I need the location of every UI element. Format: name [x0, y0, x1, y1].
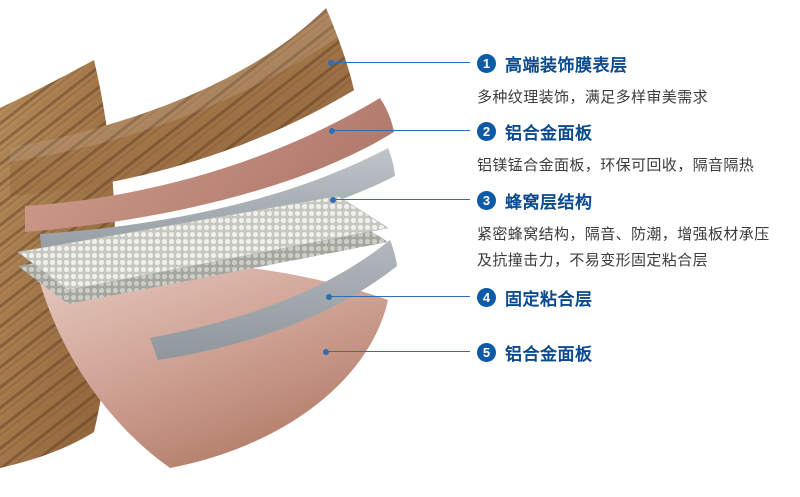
leader-line-2: [329, 127, 470, 134]
leader-dot-5: [323, 348, 329, 355]
layer-label-2: 2 铝合金面板 铝镁锰合金面板，环保可回收，隔音隔热: [477, 119, 789, 179]
layer-4-title: 固定粘合层: [505, 290, 593, 309]
step-2-badge: 2: [477, 122, 496, 141]
step-3-badge: 3: [477, 191, 496, 210]
gray-backing-sheet: [40, 148, 395, 256]
layer-label-head: 1 高端装饰膜表层: [477, 51, 789, 76]
leader-line-3: [330, 196, 470, 203]
layer-2-description: 铝镁锰合金面板，环保可回收，隔音隔热: [477, 157, 755, 174]
layer-3-title: 蜂窝层结构: [505, 193, 593, 212]
aluminum-panel-top-layer: [25, 98, 394, 232]
layer-3-description: 紧密蜂窝结构，隔音、防潮，增强板材承压及抗撞击力，不易变形固定粘合层: [477, 226, 770, 269]
layer-1-description: 多种纹理装饰，满足多样审美需求: [477, 89, 709, 106]
layer-5-title: 铝合金面板: [505, 345, 593, 364]
layer-label-head: 3 蜂窝层结构: [477, 188, 789, 213]
exploded-layers-illustration: [0, 8, 397, 468]
layer-label-head: 4 固定粘合层: [477, 285, 789, 310]
leader-line-1: [328, 59, 470, 66]
layer-label-head: 2 铝合金面板: [477, 119, 789, 144]
leader-line-5: [323, 348, 470, 355]
leader-dot-2: [329, 127, 335, 134]
step-1-badge: 1: [477, 54, 496, 73]
layer-2-title: 铝合金面板: [505, 124, 593, 143]
leader-dot-1: [328, 59, 334, 66]
step-5-badge: 5: [477, 343, 496, 362]
layer-label-head: 5 铝合金面板: [477, 340, 789, 365]
decorative-film-layer: [10, 8, 354, 196]
honeycomb-layer: [17, 195, 389, 304]
layer-label-5: 5 铝合金面板: [477, 340, 789, 365]
leader-dot-3: [330, 196, 336, 203]
layer-label-3: 3 蜂窝层结构 紧密蜂窝结构，隔音、防潮，增强板材承压及抗撞击力，不易变形固定粘…: [477, 188, 789, 274]
leader-dot-4: [326, 293, 332, 300]
leader-line-4: [326, 293, 470, 300]
layer-1-title: 高端装饰膜表层: [505, 56, 628, 75]
layer-label-4: 4 固定粘合层: [477, 285, 789, 310]
layer-label-1: 1 高端装饰膜表层 多种纹理装饰，满足多样审美需求: [477, 51, 789, 111]
adhesive-layer: [150, 240, 397, 360]
step-4-badge: 4: [477, 288, 496, 307]
